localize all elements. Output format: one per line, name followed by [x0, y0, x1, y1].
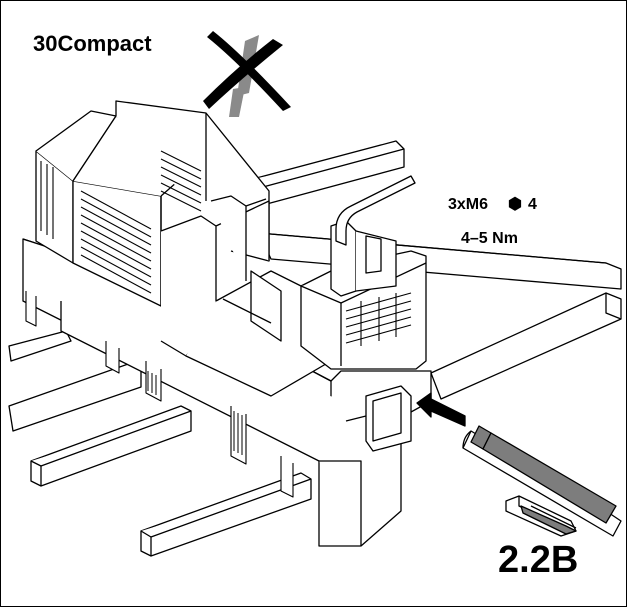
hex-key-icon: [335, 175, 416, 246]
vent-grill-left: [80, 190, 152, 294]
screwdriver-icon: [462, 425, 622, 537]
figure-number: 2.2B: [498, 539, 579, 581]
vent-grill-right: [345, 292, 412, 346]
no-drill-icon: [203, 31, 291, 117]
hex-size-label: 4: [528, 196, 537, 213]
product-title: 30Compact: [33, 31, 152, 56]
insert-arrow-icon: [416, 392, 466, 427]
hex-socket-icon: ⬢: [508, 196, 522, 213]
housing-body: [22, 100, 432, 547]
vent-grill-top: [160, 150, 202, 212]
torque-label: 4–5 Nm: [461, 230, 518, 247]
screw-spec: 3xM6 ⬢ 4: [448, 194, 537, 214]
screw-count-label: 3xM6: [448, 196, 489, 213]
